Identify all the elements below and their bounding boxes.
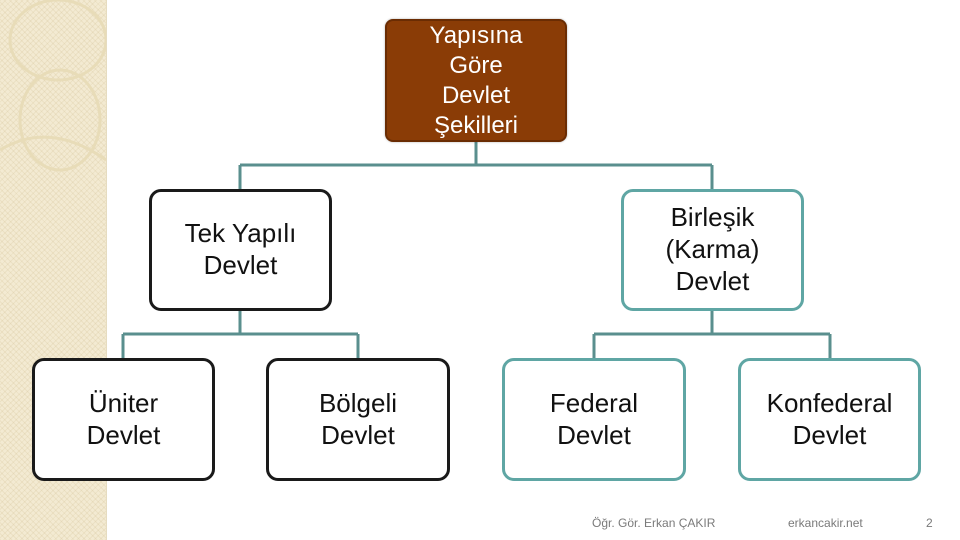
decorative-side-strip	[0, 0, 107, 540]
footer-website: erkancakir.net	[788, 516, 863, 530]
node-konfederal-devlet: Konfederal Devlet	[738, 358, 921, 481]
node-uniter-devlet: Üniter Devlet	[32, 358, 215, 481]
node-bolgeli-devlet: Bölgeli Devlet	[266, 358, 450, 481]
node-uniter-label: Üniter Devlet	[86, 387, 161, 450]
node-federal-label: Federal Devlet	[549, 387, 639, 450]
node-tek-yapili-label: Tek Yapılı Devlet	[184, 218, 297, 280]
node-root-yapisina-gore: Yapısına Göre Devlet Şekilleri	[385, 19, 567, 142]
node-birlesik-label: Birleşik (Karma) Devlet	[665, 202, 760, 296]
decorative-swirl-icon	[0, 0, 106, 172]
node-tek-yapili-devlet: Tek Yapılı Devlet	[149, 189, 332, 311]
node-root-label: Yapısına Göre Devlet Şekilleri	[429, 21, 523, 139]
node-birlesik-devlet: Birleşik (Karma) Devlet	[621, 189, 804, 311]
node-federal-devlet: Federal Devlet	[502, 358, 686, 481]
footer-page-number: 2	[926, 516, 933, 530]
node-bolgeli-label: Bölgeli Devlet	[318, 387, 398, 450]
footer-author: Öğr. Gör. Erkan ÇAKIR	[592, 516, 716, 530]
node-konfederal-label: Konfederal Devlet	[766, 387, 893, 450]
